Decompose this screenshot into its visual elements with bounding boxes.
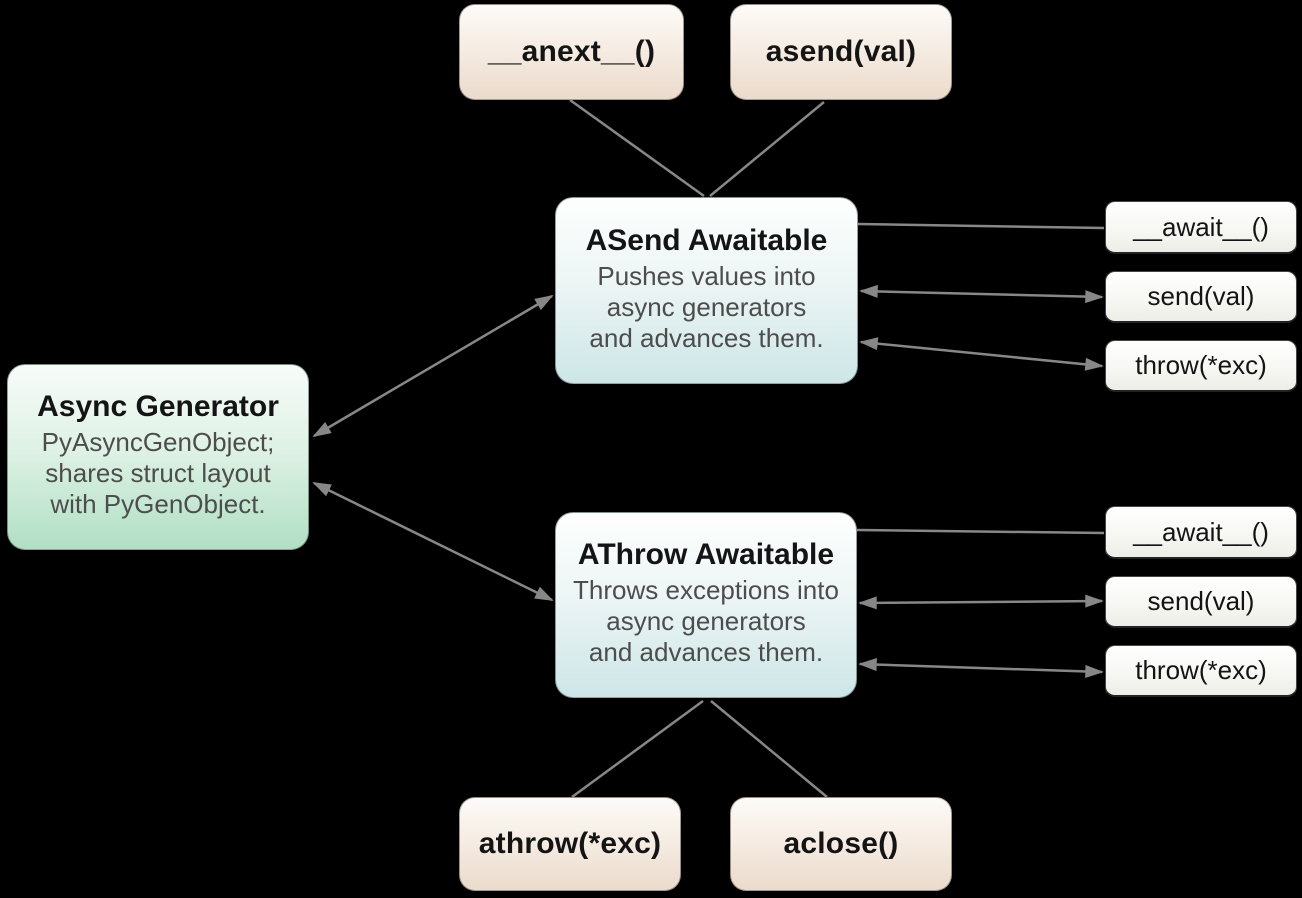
edge-athrow-awaitable-send xyxy=(858,594,1104,610)
node-athrow-awaitable-title: AThrow Awaitable xyxy=(577,538,835,571)
node-athrow-call: athrow(*exc) xyxy=(459,797,681,891)
node-athrow-awaitable: AThrow Awaitable Throws exceptions into … xyxy=(555,512,857,698)
edge-athrow-awaitable-throw xyxy=(858,658,1104,678)
edge-asend-awaitable-throw xyxy=(859,337,1104,371)
node-asend-label: asend(val) xyxy=(765,35,917,68)
node-athrow-method-send-label: send(val) xyxy=(1147,586,1255,616)
node-athrow-call-label: athrow(*exc) xyxy=(478,827,662,860)
node-asend-method-throw-label: throw(*exc) xyxy=(1135,350,1267,380)
node-anext-label: __anext__() xyxy=(487,35,656,68)
node-asend-method-send-label: send(val) xyxy=(1147,281,1255,311)
node-async-generator-title: Async Generator xyxy=(37,390,279,423)
node-asend-method-throw: throw(*exc) xyxy=(1105,340,1297,392)
node-async-generator-description: PyAsyncGenObject; shares struct layout w… xyxy=(41,427,275,519)
node-athrow-method-throw-label: throw(*exc) xyxy=(1135,655,1267,685)
edge-async-generator-athrow-awaitable xyxy=(312,481,554,602)
node-aclose-label: aclose() xyxy=(783,827,899,860)
node-anext: __anext__() xyxy=(459,4,684,100)
edge-async-generator-asend-awaitable xyxy=(312,294,554,438)
node-aclose: aclose() xyxy=(730,797,952,891)
node-asend-method-await: __await__() xyxy=(1105,201,1297,254)
node-asend-awaitable-title: ASend Awaitable xyxy=(585,223,828,257)
node-asend-awaitable: ASend Awaitable Pushes values into async… xyxy=(555,197,858,384)
node-athrow-awaitable-description: Throws exceptions into async generators … xyxy=(573,575,839,667)
edge-athrow-call-to-athrow-awaitable xyxy=(571,699,704,799)
node-athrow-method-await: __await__() xyxy=(1105,506,1297,559)
node-asend-method-await-label: __await__() xyxy=(1133,211,1269,242)
node-async-generator: Async Generator PyAsyncGenObject; shares… xyxy=(7,364,309,550)
node-athrow-method-send: send(val) xyxy=(1105,576,1297,628)
node-athrow-method-throw: throw(*exc) xyxy=(1105,645,1297,697)
edge-asend-awaitable-await xyxy=(857,222,1105,230)
edge-aclose-to-athrow-awaitable xyxy=(710,700,828,798)
node-athrow-method-await-label: __await__() xyxy=(1133,516,1269,547)
node-asend-awaitable-description: Pushes values into async generators and … xyxy=(589,260,824,353)
node-asend: asend(val) xyxy=(730,4,952,100)
node-asend-method-send: send(val) xyxy=(1105,271,1297,323)
edge-asend-awaitable-send xyxy=(859,284,1104,304)
edge-asend-to-asend-awaitable xyxy=(709,101,825,197)
edge-athrow-awaitable-await xyxy=(856,528,1105,535)
edge-anext-to-asend-awaitable xyxy=(569,98,705,198)
